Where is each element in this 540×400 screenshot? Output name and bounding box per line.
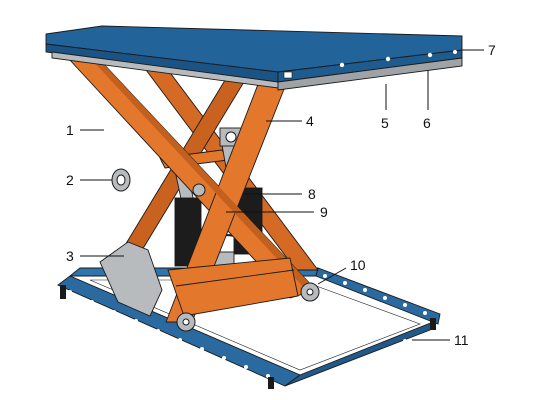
base-corner-foot <box>268 377 274 389</box>
callout-10: 10 <box>350 257 366 273</box>
front-scissor-pair <box>66 57 320 332</box>
platform-bolt <box>339 62 345 68</box>
platform-bolt <box>385 56 391 62</box>
callout-11: 11 <box>454 332 469 348</box>
callout-6: 6 <box>423 115 431 131</box>
base-right-rail <box>315 267 441 325</box>
platform <box>45 25 463 91</box>
callout-3: 3 <box>66 248 74 264</box>
callout-labels: 1 2 3 4 5 6 7 8 9 10 11 <box>66 42 496 348</box>
lower-cross-beam <box>167 257 299 317</box>
base-bolt-holes <box>68 274 427 378</box>
callout-9: 9 <box>320 204 328 220</box>
base-corner-foot <box>60 285 66 299</box>
platform-under-frame-side <box>277 57 463 91</box>
platform-corner-clip <box>283 71 293 79</box>
cylinder-pivot-pin <box>225 131 237 143</box>
callout-leaders <box>80 49 484 341</box>
lower-pivot-plate <box>99 241 163 317</box>
guide-roller-front <box>300 282 320 302</box>
base-corner-foot <box>430 318 436 330</box>
platform-bolt <box>453 50 457 54</box>
callout-8: 8 <box>308 186 316 202</box>
callout-7: 7 <box>488 42 496 58</box>
guide-roller-rear <box>176 312 196 332</box>
arm-pivot-pin <box>111 168 131 192</box>
callout-5: 5 <box>381 115 389 131</box>
callout-1: 1 <box>66 122 74 138</box>
callout-4: 4 <box>306 113 314 129</box>
front-scissor-arm-a-shade <box>90 58 316 292</box>
platform-bolt <box>427 52 433 58</box>
callout-2: 2 <box>66 172 74 188</box>
scissor-center-pivot <box>192 183 206 197</box>
